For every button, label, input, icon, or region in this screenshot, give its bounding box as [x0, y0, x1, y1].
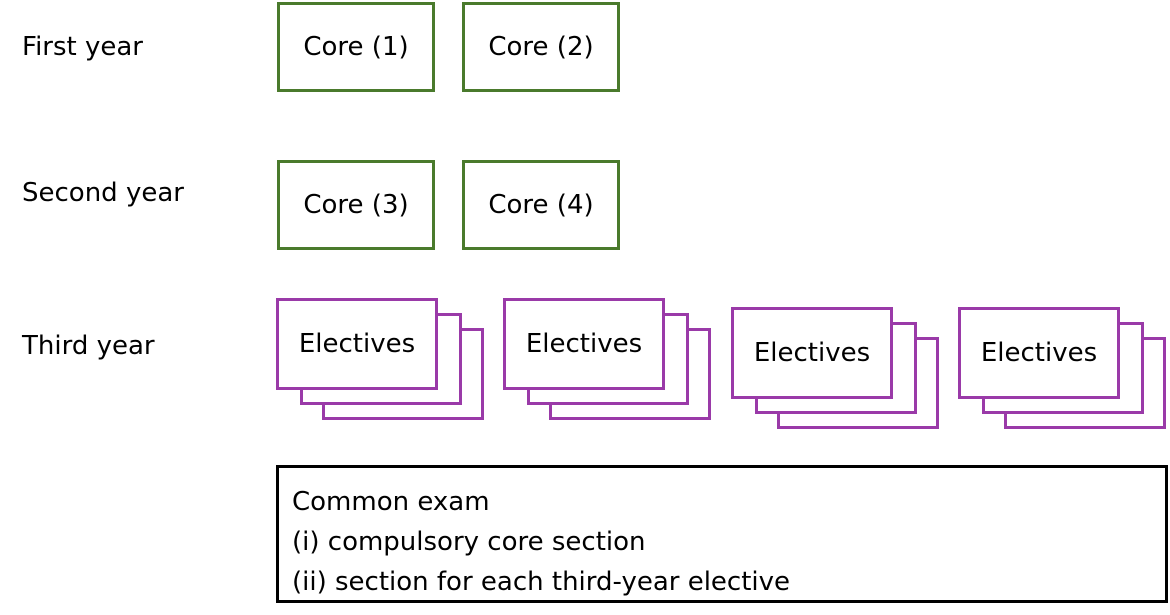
electives-stack: Electives	[731, 307, 943, 433]
common-exam-box: Common exam (i) compulsory core section …	[276, 465, 1168, 603]
core-module-box: Core (3)	[277, 160, 435, 250]
elective-sheet-front: Electives	[731, 307, 893, 399]
electives-stack: Electives	[503, 298, 715, 424]
elective-sheet-front: Electives	[958, 307, 1120, 399]
electives-stack: Electives	[276, 298, 488, 424]
core-module-label: Core (2)	[488, 32, 594, 62]
row-label-third-year: Third year	[22, 331, 155, 361]
core-module-label: Core (4)	[488, 190, 594, 220]
elective-sheet-front: Electives	[503, 298, 665, 390]
exam-core-section: (i) compulsory core section	[292, 527, 646, 557]
core-module-label: Core (3)	[303, 190, 409, 220]
elective-sheet-front: Electives	[276, 298, 438, 390]
exam-title: Common exam	[292, 487, 490, 517]
row-label-first-year: First year	[22, 32, 143, 62]
electives-label: Electives	[753, 338, 871, 368]
electives-label: Electives	[980, 338, 1098, 368]
core-module-box: Core (4)	[462, 160, 620, 250]
electives-label: Electives	[298, 329, 416, 359]
electives-label: Electives	[525, 329, 643, 359]
core-module-label: Core (1)	[303, 32, 409, 62]
core-module-box: Core (1)	[277, 2, 435, 92]
core-module-box: Core (2)	[462, 2, 620, 92]
exam-elective-section: (ii) section for each third-year electiv…	[292, 567, 791, 597]
electives-stack: Electives	[958, 307, 1170, 433]
row-label-second-year: Second year	[22, 178, 184, 208]
